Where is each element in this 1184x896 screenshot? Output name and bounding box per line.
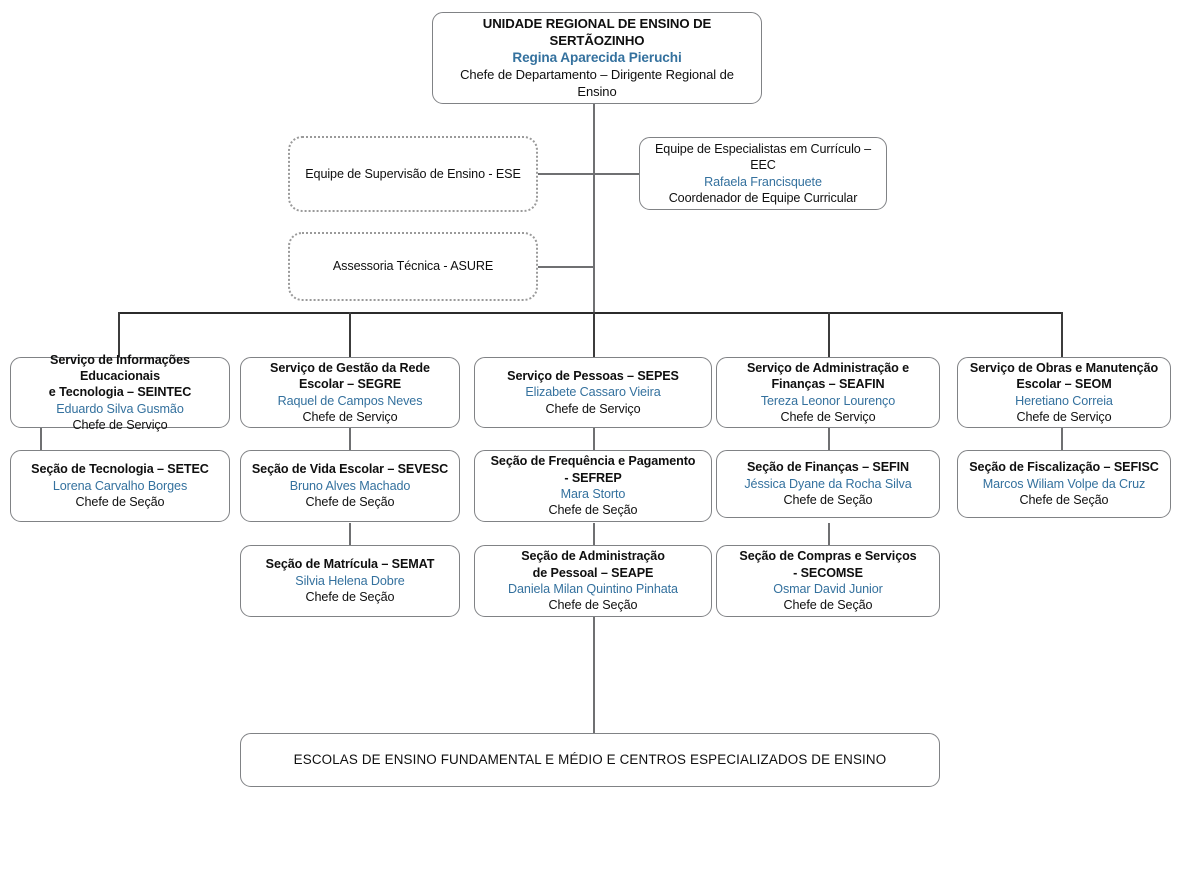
connector-asure-branch xyxy=(536,266,594,268)
node-title: Assessoria Técnica - ASURE xyxy=(332,259,494,274)
node-role: Chefe de Seção xyxy=(75,495,165,510)
node-person-name: Silvia Helena Dobre xyxy=(295,573,405,588)
node-person-name: Mara Storto xyxy=(560,487,626,501)
connector-seom-sefisc xyxy=(1061,428,1063,450)
connector-footer-spine xyxy=(593,617,595,733)
node-eec[interactable]: Equipe de Especialistas em Currículo – E… xyxy=(639,137,887,210)
node-title-line1: Seção de Vida Escolar – SEVESC xyxy=(251,462,449,477)
node-title-line1: Seção de Fiscalização – SEFISC xyxy=(969,460,1159,475)
node-person-name: Lorena Carvalho Borges xyxy=(52,478,188,493)
connector-seintec-setec xyxy=(40,428,42,450)
node-title-line1: Serviço de Pessoas – SEPES xyxy=(507,368,679,383)
connector-sefrep-seape xyxy=(593,523,595,545)
node-title-line2: Escolar – SEOM xyxy=(1016,377,1112,392)
node-sevesc[interactable]: Seção de Vida Escolar – SEVESC Bruno Alv… xyxy=(240,450,460,522)
connector-drop-sepes xyxy=(593,312,595,357)
node-title-line1: Seção de Tecnologia – SETEC xyxy=(31,462,209,477)
node-person-name: Marcos Wiliam Volpe da Cruz xyxy=(982,476,1146,491)
node-title-line2: de Pessoal – SEAPE xyxy=(532,565,654,580)
node-role: Chefe de Seção xyxy=(305,590,395,605)
node-title-line2: - SEFREP xyxy=(564,470,622,485)
node-title-line1: Seção de Frequência e Pagamento xyxy=(490,454,696,469)
node-unidade-regional[interactable]: UNIDADE REGIONAL DE ENSINO DE SERTÃOZINH… xyxy=(432,12,762,104)
node-secomse[interactable]: Seção de Compras e Serviços - SECOMSE Os… xyxy=(716,545,940,617)
connector-drop-seom xyxy=(1061,312,1063,357)
connector-root-spine xyxy=(593,104,595,313)
node-role: Chefe de Serviço xyxy=(1016,409,1112,424)
node-person-name: Rafaela Francisquete xyxy=(704,174,822,189)
connector-drop-seintec xyxy=(118,312,120,357)
node-role: Chefe de Seção xyxy=(1019,493,1109,508)
connector-sevesc-semat xyxy=(349,523,351,545)
node-seape[interactable]: Seção de Administração de Pessoal – SEAP… xyxy=(474,545,712,617)
connector-ese-branch xyxy=(536,173,594,175)
node-person-name: Raquel de Campos Neves xyxy=(277,393,423,408)
node-person-name: Tereza Leonor Lourenço xyxy=(760,393,896,408)
node-title-line1: Serviço de Informações Educacionais xyxy=(50,352,190,383)
node-person-name: Heretiano Correia xyxy=(1015,393,1113,408)
node-title-line1: Serviço de Gestão da Rede xyxy=(270,360,430,375)
node-title-line1: Seção de Compras e Serviços xyxy=(739,549,917,564)
node-title-line2: Escolar – SEGRE xyxy=(298,377,402,392)
node-role: Chefe de Departamento – Dirigente Region… xyxy=(460,67,734,99)
node-seintec[interactable]: Serviço de Informações Educacionais e Te… xyxy=(10,353,230,432)
node-person-name: Osmar David Junior xyxy=(773,582,883,596)
connector-segre-sevesc xyxy=(349,428,351,450)
node-title-line1: Seção de Administração xyxy=(521,549,665,564)
node-title-line2: e Tecnologia – SEINTEC xyxy=(48,385,192,400)
node-title-line2: - SECOMSE xyxy=(793,565,863,580)
node-title: UNIDADE REGIONAL DE ENSINO DE SERTÃOZINH… xyxy=(482,16,712,49)
node-title: Equipe de Especialistas em Currículo – E… xyxy=(654,141,871,173)
node-role: Coordenador de Equipe Curricular xyxy=(668,190,858,205)
node-person-name: Regina Aparecida Pieruchi xyxy=(512,50,682,66)
connector-drop-seafin xyxy=(828,312,830,357)
node-role: Chefe de Seção xyxy=(783,598,873,613)
node-ese[interactable]: Equipe de Supervisão de Ensino - ESE xyxy=(288,136,538,212)
connector-eec-branch xyxy=(593,173,640,175)
connector-main-bus xyxy=(118,312,1062,315)
node-title: Equipe de Supervisão de Ensino - ESE xyxy=(305,166,521,181)
node-role: Chefe de Seção xyxy=(305,495,395,510)
node-seom[interactable]: Serviço de Obras e Manutenção Escolar – … xyxy=(957,357,1171,428)
node-title-line1: Seção de Matrícula – SEMAT xyxy=(265,557,435,572)
node-role: Chefe de Serviço xyxy=(302,409,398,424)
node-role: Chefe de Seção xyxy=(783,493,873,508)
node-person-name: Eduardo Silva Gusmão xyxy=(56,401,184,416)
node-escolas[interactable]: ESCOLAS DE ENSINO FUNDAMENTAL E MÉDIO E … xyxy=(240,733,940,787)
node-sefin[interactable]: Seção de Finanças – SEFIN Jéssica Dyane … xyxy=(716,450,940,518)
node-person-name: Jéssica Dyane da Rocha Silva xyxy=(744,476,912,491)
node-seafin[interactable]: Serviço de Administração e Finanças – SE… xyxy=(716,357,940,428)
node-title-line1: Serviço de Administração e xyxy=(746,360,910,375)
node-sefrep[interactable]: Seção de Frequência e Pagamento - SEFREP… xyxy=(474,450,712,522)
node-role: Chefe de Serviço xyxy=(72,418,168,433)
connector-seafin-sefin xyxy=(828,428,830,450)
node-sepes[interactable]: Serviço de Pessoas – SEPES Elizabete Cas… xyxy=(474,357,712,428)
node-role: Chefe de Serviço xyxy=(780,409,876,424)
node-title-line2: Finanças – SEAFIN xyxy=(771,377,885,392)
node-segre[interactable]: Serviço de Gestão da Rede Escolar – SEGR… xyxy=(240,357,460,428)
node-role: Chefe de Seção xyxy=(548,598,638,613)
node-role: Chefe de Serviço xyxy=(545,401,641,416)
node-person-name: Elizabete Cassaro Vieira xyxy=(525,385,661,400)
connector-drop-segre xyxy=(349,312,351,357)
node-role: Chefe de Seção xyxy=(548,503,638,518)
node-setec[interactable]: Seção de Tecnologia – SETEC Lorena Carva… xyxy=(10,450,230,522)
node-asure[interactable]: Assessoria Técnica - ASURE xyxy=(288,232,538,301)
node-person-name: Daniela Milan Quintino Pinhata xyxy=(508,582,678,596)
node-semat[interactable]: Seção de Matrícula – SEMAT Silvia Helena… xyxy=(240,545,460,617)
connector-sepes-sefrep xyxy=(593,428,595,450)
node-title-line1: Serviço de Obras e Manutenção xyxy=(969,360,1159,375)
node-sefisc[interactable]: Seção de Fiscalização – SEFISC Marcos Wi… xyxy=(957,450,1171,518)
node-title: ESCOLAS DE ENSINO FUNDAMENTAL E MÉDIO E … xyxy=(293,752,887,768)
node-title-line1: Seção de Finanças – SEFIN xyxy=(747,460,909,475)
connector-sefin-secomse xyxy=(828,523,830,545)
node-person-name: Bruno Alves Machado xyxy=(289,478,411,493)
